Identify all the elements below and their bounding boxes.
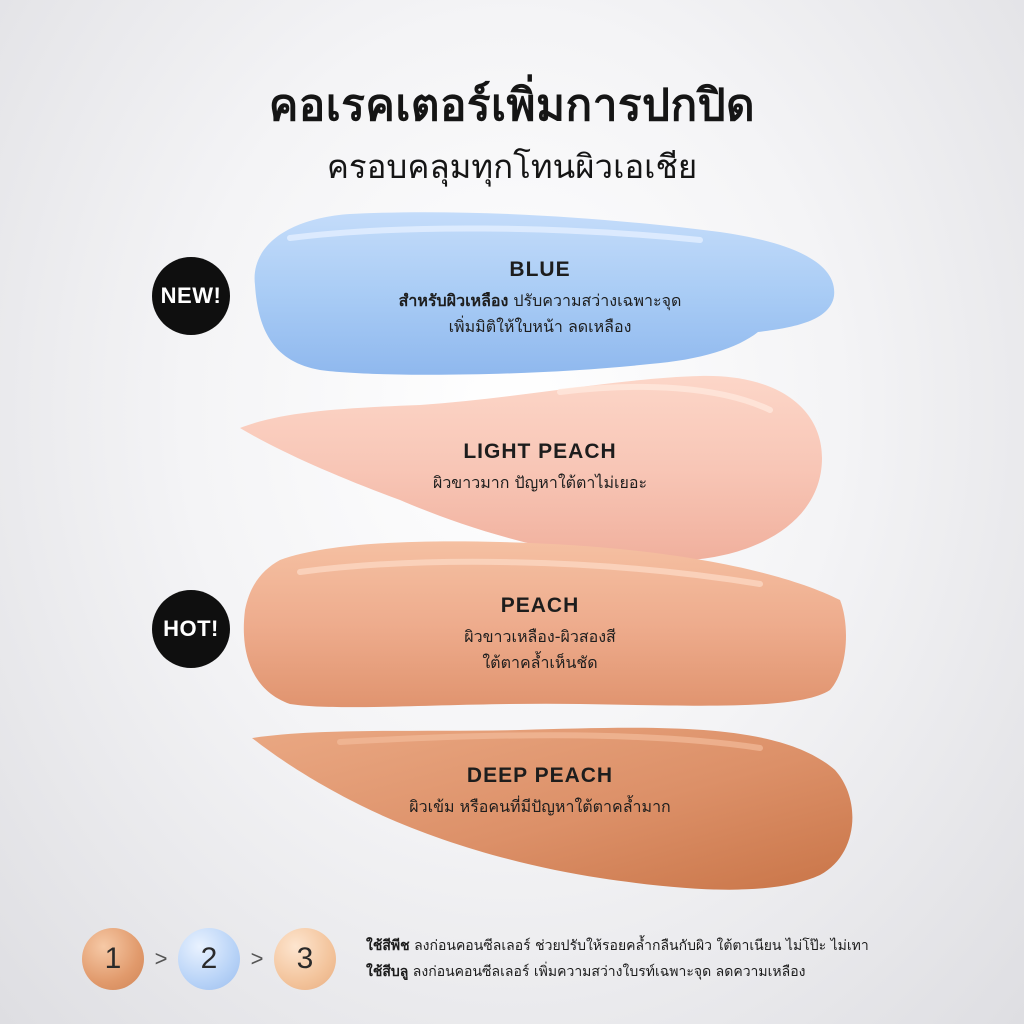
tip-peach-bold: ใช้สีพีช [366,938,410,954]
shade-name-blue: BLUE [509,258,571,281]
shade-desc-blue: สำหรับผิวเหลือง ปรับความสว่างเฉพาะจุด เพ… [300,288,780,340]
shade-blue-text: BLUE สำหรับผิวเหลือง ปรับความสว่างเฉพาะจ… [300,258,780,340]
shade-desc-light-peach: ผิวขาวมาก ปัญหาใต้ตาไม่เยอะ [432,473,648,492]
shade-light-peach-text: LIGHT PEACH ผิวขาวมาก ปัญหาใต้ตาไม่เยอะ [300,440,780,496]
tip-blue: ใช้สีบลู ลงก่อนคอนซีลเลอร์ เพิ่มความสว่า… [366,959,996,985]
shade-desc-peach: ผิวขาวเหลือง-ผิวสองสี ใต้ตาคล้ำเห็นชัด [300,624,780,676]
swatch-peach-highlight [297,558,763,587]
tip-blue-text: ลงก่อนคอนซีลเลอร์ เพิ่มความสว่างใบรท์เฉพ… [408,964,806,980]
shade-desc-peach-line1: ผิวขาวเหลือง-ผิวสองสี [464,627,616,646]
shade-desc-peach-line2: ใต้ตาคล้ำเห็นชัด [482,653,598,672]
usage-tips: ใช้สีพีช ลงก่อนคอนซีลเลอร์ ช่วยปรับให้รอ… [366,933,996,985]
shade-desc-blue-line1: ปรับความสว่างเฉพาะจุด [508,291,682,310]
shade-peach-text: PEACH ผิวขาวเหลือง-ผิวสองสี ใต้ตาคล้ำเห็… [300,594,780,676]
shade-name-peach: PEACH [500,594,580,617]
swatch-blue-highlight [287,225,703,243]
swatch-deep-peach-highlight [337,732,763,751]
shade-deep-peach-text: DEEP PEACH ผิวเข้ม หรือคนที่มีปัญหาใต้ตา… [300,764,780,820]
swatch-blue [254,212,835,375]
swatch-peach [243,541,846,708]
swatch-deep-peach [252,727,853,890]
swatch-light-peach-highlight [557,383,773,413]
step-1-circle: 1 [82,928,144,990]
tip-peach: ใช้สีพีช ลงก่อนคอนซีลเลอร์ ช่วยปรับให้รอ… [366,933,996,959]
shade-desc-deep-peach: ผิวเข้ม หรือคนที่มีปัญหาใต้ตาคล้ำมาก [409,797,671,816]
tip-blue-bold: ใช้สีบลู [366,964,409,980]
shade-name-light-peach: LIGHT PEACH [463,440,617,463]
hot-badge: HOT! [152,590,230,668]
tip-peach-text: ลงก่อนคอนซีลเลอร์ ช่วยปรับให้รอยคล้ำกลืน… [409,938,869,954]
page-title: คอเรคเตอร์เพิ่มการปกปิด [268,80,756,131]
swatch-light-peach [240,375,822,561]
step-3-circle: 3 [274,928,336,990]
shade-desc-blue-line2: เพิ่มมิติให้ใบหน้า ลดเหลือง [448,317,632,336]
step-separator: > [154,946,168,971]
step-2-circle: 2 [178,928,240,990]
application-steps: 1 > 2 > 3 [82,928,336,990]
page-subtitle: ครอบคลุมทุกโทนผิวเอเชีย [326,147,698,186]
shade-name-deep-peach: DEEP PEACH [466,764,614,787]
new-badge: NEW! [152,257,230,335]
step-separator: > [250,946,264,971]
shade-desc-blue-bold: สำหรับผิวเหลือง [398,291,509,310]
